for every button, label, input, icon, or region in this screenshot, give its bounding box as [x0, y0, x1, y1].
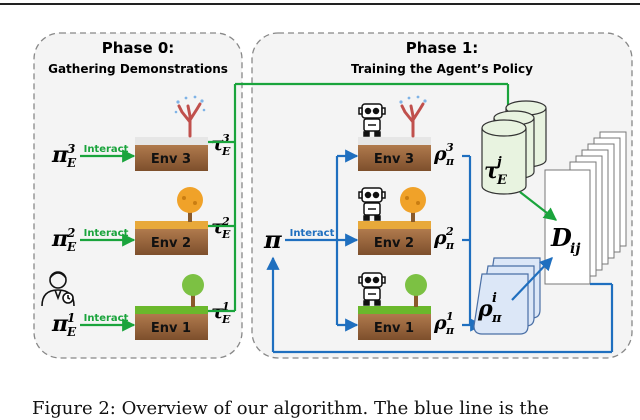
svg-text:E: E	[66, 325, 77, 339]
svg-text:i: i	[492, 291, 497, 306]
svg-text:2: 2	[445, 225, 454, 238]
agent-occupancy-2-label: ρ 2 π	[433, 225, 455, 252]
winter-tree-icon-phase1	[399, 95, 427, 138]
expert-policy-2-label: π 2 E	[51, 226, 77, 254]
winter-tree-icon	[174, 95, 206, 138]
svg-text:π: π	[51, 142, 69, 168]
expert-trajectory-2-label: τ 2 E	[211, 215, 231, 241]
svg-text:π: π	[51, 311, 69, 337]
svg-text:π: π	[445, 155, 455, 168]
agent-occupancy-i-label: ρ i π	[477, 291, 502, 326]
robot-icon-env3	[358, 103, 386, 137]
phase0-env1-block: Env 1	[135, 306, 208, 340]
svg-text:E: E	[221, 228, 231, 241]
agent-policy-label: π	[263, 225, 282, 254]
svg-text:π: π	[51, 226, 69, 252]
phase1-title: Phase 1:	[406, 39, 479, 57]
svg-text:E: E	[221, 145, 231, 158]
phase0-env1-label: Env 1	[151, 321, 191, 336]
svg-text:E: E	[66, 156, 77, 170]
expert-to-discriminator-arrow	[519, 191, 558, 221]
phase0-env3-block: Env 3	[135, 137, 208, 171]
expert-policy-1-label: π 1 E	[51, 311, 77, 339]
phase0-subtitle: Gathering Demonstrations	[48, 62, 228, 76]
agent-to-discriminator-arrow	[511, 257, 553, 301]
phase0-env2-block: Env 2	[135, 221, 208, 255]
expert-policy-3-label: π 3 E	[51, 142, 77, 170]
phase1-env2-block: Env 2	[358, 221, 431, 255]
expert-trajectory-1-label: τ 1 E	[211, 300, 231, 326]
svg-text:ρ: ρ	[477, 296, 493, 322]
svg-text:3: 3	[67, 142, 75, 156]
robot-icon-env1	[358, 272, 386, 306]
svg-text:τ: τ	[211, 133, 224, 155]
svg-text:1: 1	[446, 310, 454, 323]
svg-text:E: E	[221, 313, 231, 326]
phase1-env3-label: Env 3	[374, 152, 414, 167]
policy-update-feedback-line	[266, 256, 614, 354]
svg-text:π: π	[445, 324, 455, 337]
svg-text:D: D	[550, 223, 572, 252]
discriminator-stack-icon	[544, 131, 627, 285]
autumn-tree-icon	[177, 187, 203, 222]
phase1-env1-block: Env 1	[358, 306, 431, 340]
agent-occupancy-3-label: ρ 3 π	[433, 141, 455, 168]
interact-label-expert2: Interact	[84, 228, 129, 239]
green-tree-icon-phase1	[405, 274, 427, 307]
svg-text:2: 2	[66, 226, 75, 240]
interact-label-expert3: Interact	[84, 144, 129, 155]
svg-text:E: E	[66, 240, 77, 254]
green-tree-icon	[182, 274, 204, 307]
agent-occupancy-1-label: ρ 1 π	[433, 310, 455, 337]
expert-demonstration-database-icon	[481, 100, 547, 195]
svg-text:ρ: ρ	[433, 312, 447, 334]
phase1-env3-block: Env 3	[358, 137, 431, 171]
svg-text:π: π	[491, 311, 502, 326]
svg-text:j: j	[494, 155, 502, 170]
svg-text:ρ: ρ	[433, 143, 447, 165]
expert-avatar-icon	[41, 271, 75, 307]
svg-text:1: 1	[222, 300, 230, 313]
robot-icon-env2	[358, 187, 386, 221]
expert-trajectory-3-label: τ 3 E	[211, 132, 231, 158]
phase1-env2-label: Env 2	[374, 236, 414, 251]
agent-interaction-lines	[285, 149, 359, 332]
phase0-env3-label: Env 3	[151, 152, 191, 167]
phase0-env2-label: Env 2	[151, 236, 191, 251]
autumn-tree-icon-phase1	[400, 187, 426, 222]
svg-text:τ: τ	[484, 158, 499, 184]
discriminator-label: D ij	[550, 223, 580, 257]
phase1-subtitle: Training the Agent’s Policy	[351, 62, 533, 76]
svg-text:1: 1	[67, 311, 75, 325]
phase1-env1-label: Env 1	[374, 321, 414, 336]
figure-caption: Figure 2: Overview of our algorithm. The…	[32, 398, 549, 419]
svg-text:ij: ij	[570, 241, 580, 257]
svg-text:ρ: ρ	[433, 227, 447, 249]
svg-text:2: 2	[221, 215, 230, 228]
svg-text:3: 3	[446, 141, 454, 154]
svg-text:E: E	[496, 173, 508, 188]
agent-occupancy-scroll-icon	[473, 257, 541, 335]
expert-demonstrations-j-label: τ j E	[484, 155, 508, 188]
phase0-title: Phase 0:	[102, 39, 175, 57]
svg-text:π: π	[445, 239, 455, 252]
interact-label-agent: Interact	[290, 228, 335, 239]
svg-text:3: 3	[222, 132, 230, 145]
interact-label-expert1: Interact	[84, 313, 129, 324]
